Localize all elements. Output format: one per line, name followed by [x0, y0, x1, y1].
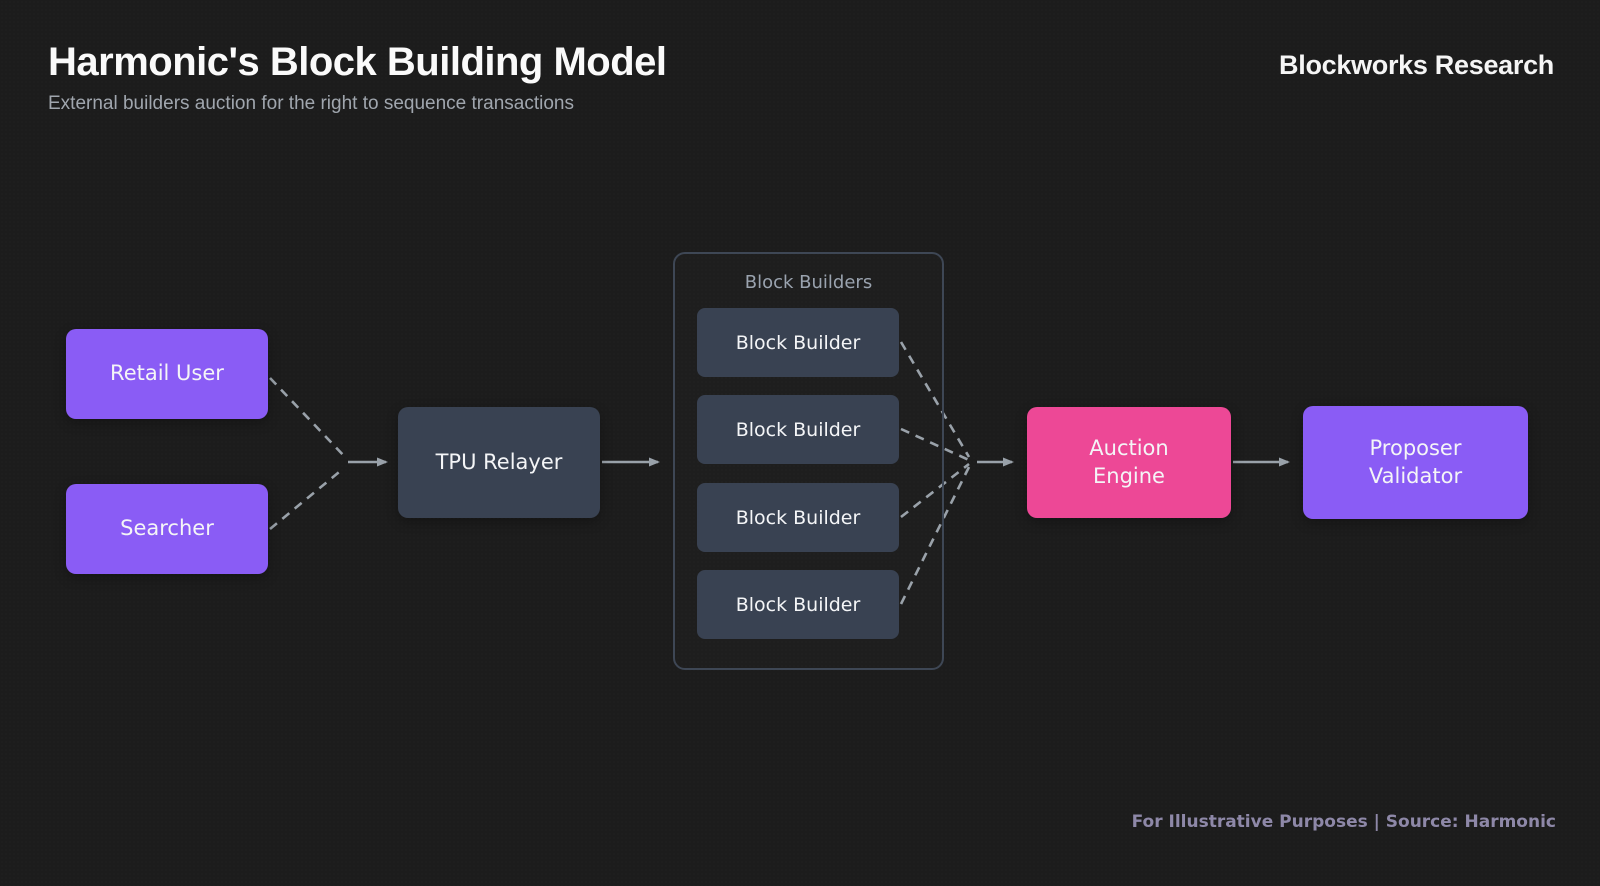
- node-searcher: Searcher: [66, 484, 268, 574]
- node-block-builder-4: Block Builder: [697, 570, 899, 639]
- edge-block-builder-3-to-merge: [900, 462, 970, 519]
- edge-block-builder-2-to-merge: [900, 427, 970, 462]
- node-retail-user: Retail User: [66, 329, 268, 419]
- edge-retail-user-to-merge: [269, 377, 347, 459]
- node-auction-engine: Auction Engine: [1027, 407, 1231, 518]
- node-retail-user-label: Retail User: [110, 361, 224, 386]
- block-builders-group: Block Builders Block Builder Block Build…: [673, 252, 944, 670]
- edge-block-builder-1-to-merge: [899, 341, 971, 458]
- node-block-builder-1: Block Builder: [697, 308, 899, 377]
- footer-source-note: For Illustrative Purposes | Source: Harm…: [1131, 812, 1556, 832]
- page-subtitle: External builders auction for the right …: [48, 93, 574, 114]
- node-tpu-relayer: TPU Relayer: [398, 407, 600, 518]
- blockworks-research-logo: Blockworks Research: [1279, 50, 1554, 80]
- node-block-builder-4-label: Block Builder: [735, 593, 861, 616]
- node-tpu-relayer-label: TPU Relayer: [435, 449, 563, 474]
- node-block-builder-2-label: Block Builder: [735, 418, 861, 441]
- edge-searcher-to-merge: [269, 466, 345, 531]
- node-proposer-validator: Proposer Validator: [1303, 406, 1528, 519]
- block-builders-group-label: Block Builders: [744, 272, 873, 293]
- page-title: Harmonic's Block Building Model: [48, 40, 667, 84]
- node-proposer-validator-label: Proposer Validator: [1368, 436, 1463, 488]
- node-auction-engine-label: Auction Engine: [1089, 436, 1169, 488]
- node-searcher-label: Searcher: [120, 516, 214, 541]
- node-block-builder-3-label: Block Builder: [735, 506, 861, 529]
- node-block-builder-1-label: Block Builder: [735, 331, 861, 354]
- node-block-builder-2: Block Builder: [697, 395, 899, 464]
- node-block-builder-3: Block Builder: [697, 483, 899, 552]
